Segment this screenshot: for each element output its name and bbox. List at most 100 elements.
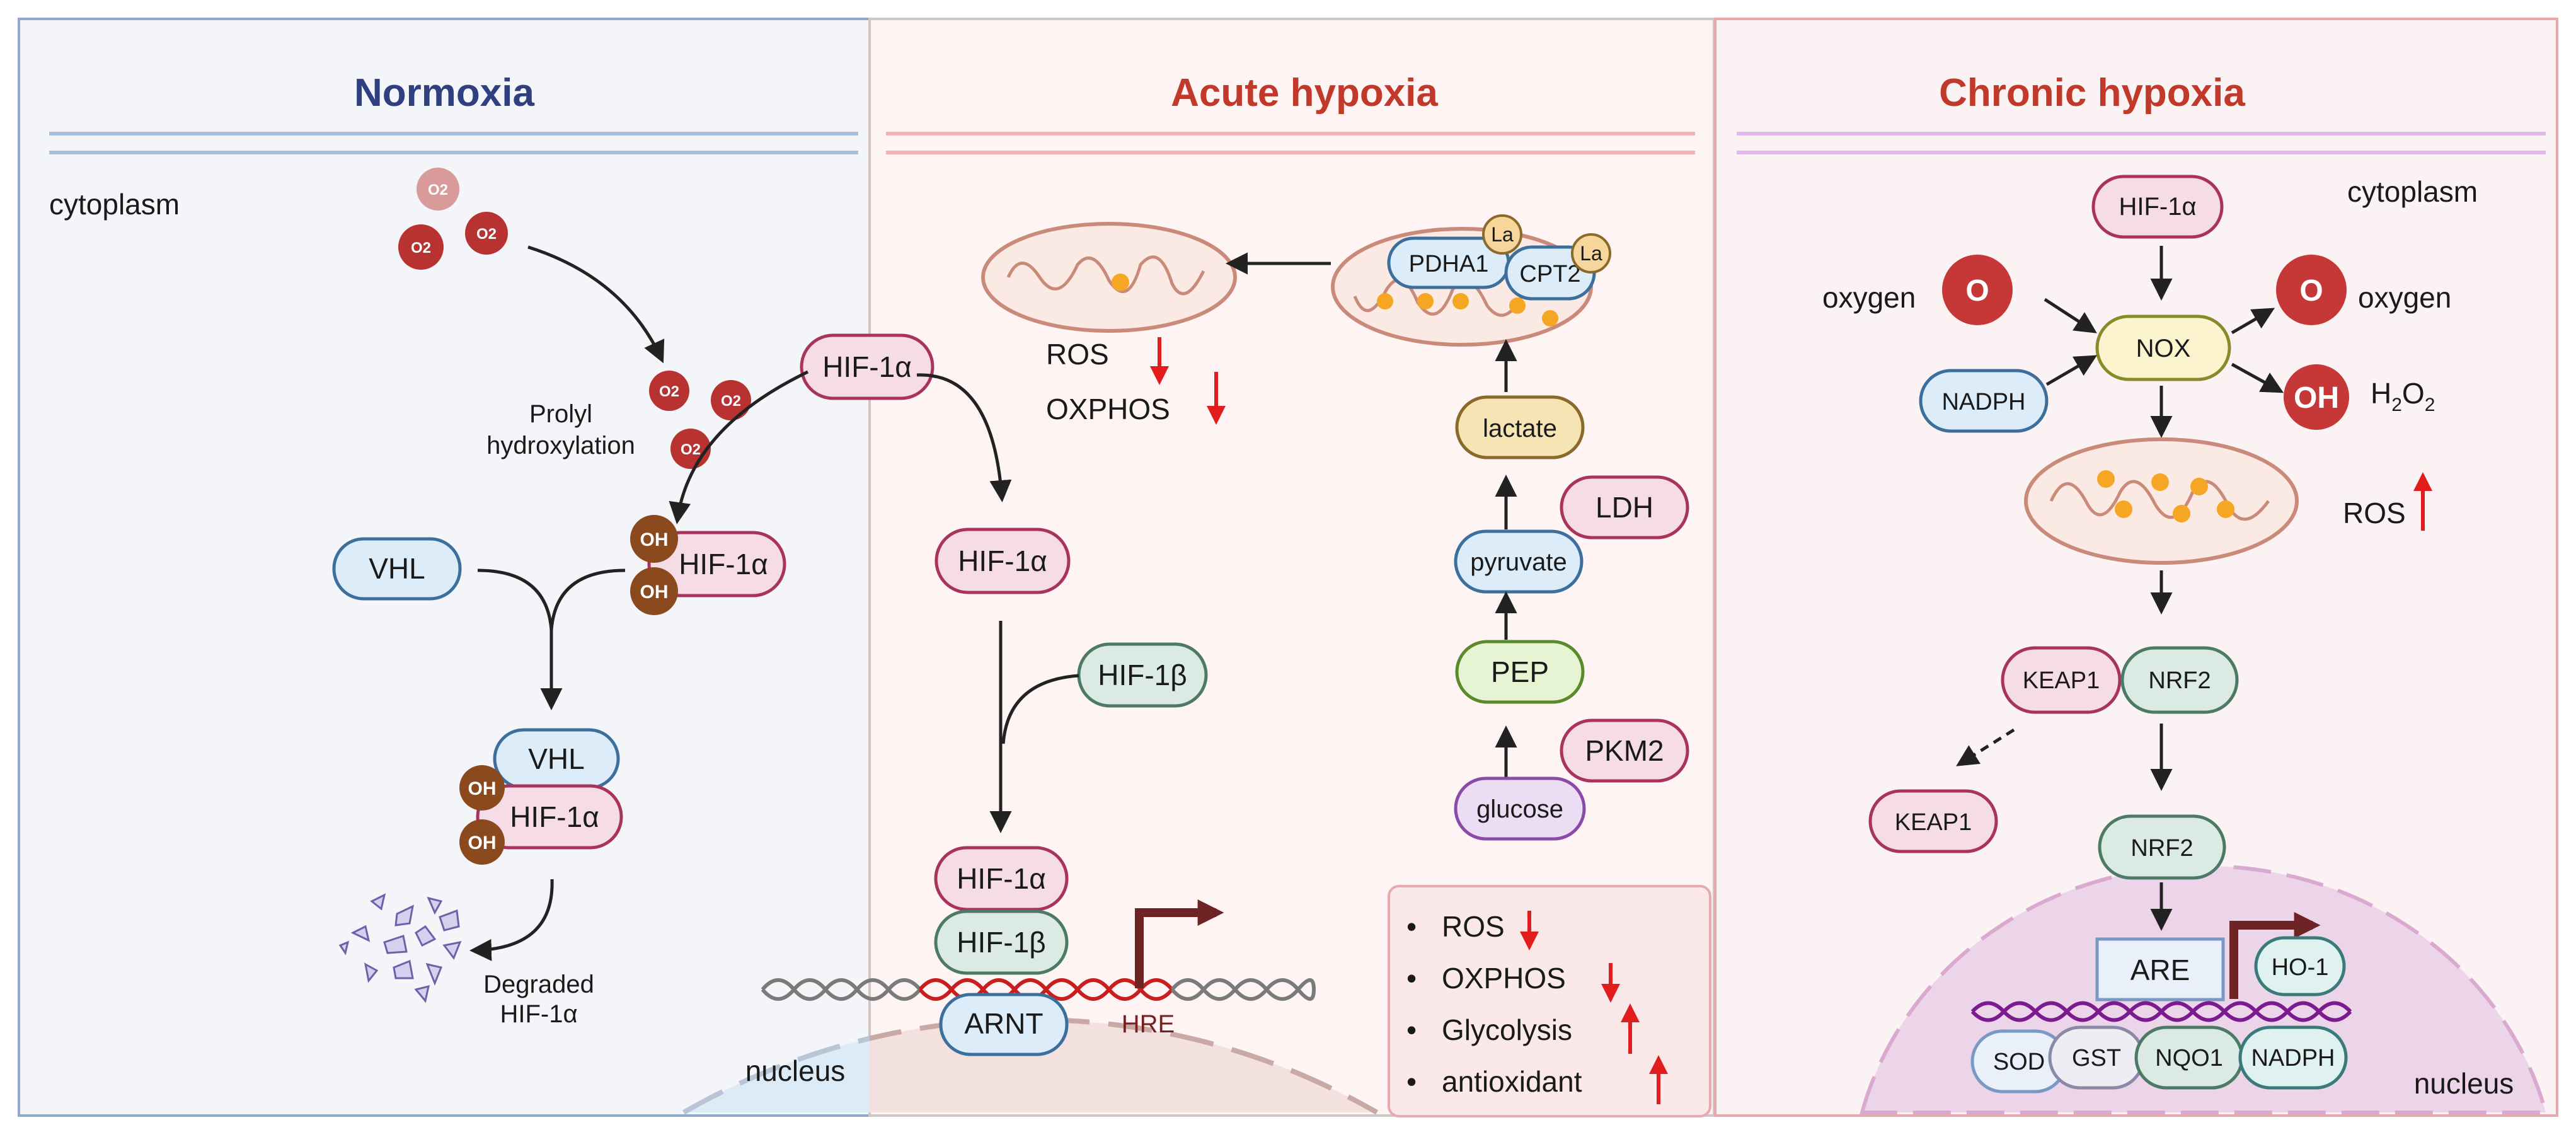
nadph-pill-nuclear (2238, 1025, 2348, 1090)
svg-text:HIF-1β: HIF-1β (1098, 659, 1187, 691)
svg-text:O2: O2 (659, 383, 679, 400)
o2-molecules-middle: O2 O2 O2 (649, 371, 751, 469)
ho1-pill (2254, 936, 2346, 996)
svg-text:O2: O2 (411, 240, 431, 257)
transcription-arrow-acute (1135, 899, 1224, 988)
degraded-fragments (338, 893, 462, 1003)
svg-text:PDHA1: PDHA1 (1409, 251, 1489, 277)
svg-text:lactate: lactate (1483, 415, 1557, 442)
la-modification (1482, 214, 1522, 255)
summary-list: • ROS • OXPHOS • Glycolysis • antioxidan… (1406, 910, 1668, 1104)
vhl-pill (332, 537, 462, 601)
summary-item-glycolysis: Glycolysis (1442, 1013, 1572, 1046)
oh-group (459, 819, 505, 865)
svg-text:•: • (1406, 1013, 1417, 1046)
o2-molecules-top: O2 O2 O2 (398, 168, 508, 270)
oxphos-label-acute: OXPHOS (1046, 393, 1170, 425)
hif1a-pill-shared (800, 333, 934, 400)
summary-item-oxphos: OXPHOS (1442, 962, 1566, 995)
mitochondrion-acute-left (981, 222, 1237, 333)
svg-text:LDH: LDH (1596, 491, 1653, 524)
pkm2-pill (1560, 719, 1689, 783)
svg-text:KEAP1: KEAP1 (1895, 809, 1972, 836)
svg-text:HIF-1α: HIF-1α (958, 545, 1047, 577)
svg-text:PKM2: PKM2 (1585, 734, 1664, 767)
ros-label-chronic: ROS (2343, 497, 2406, 529)
svg-text:La: La (1491, 223, 1514, 246)
hydroxyl-molecule (2284, 364, 2349, 430)
title-acute-hypoxia: Acute hypoxia (1171, 71, 1438, 115)
svg-text:La: La (1580, 242, 1602, 265)
svg-text:NQO1: NQO1 (2155, 1045, 2223, 1071)
oxygen-label-right: oxygen (2358, 281, 2451, 314)
nrf2-pill-nuclear (2098, 814, 2226, 880)
svg-text:O2: O2 (428, 182, 448, 199)
svg-text:O2: O2 (681, 441, 701, 458)
prolyl-label: Prolyl (529, 400, 592, 428)
title-chronic-hypoxia: Chronic hypoxia (1939, 71, 2245, 115)
title-normoxia: Normoxia (354, 71, 534, 115)
h2o2-label: H2O2 (2371, 377, 2435, 415)
svg-text:OH: OH (2294, 381, 2339, 415)
nucleus-label-acute: nucleus (745, 1054, 846, 1087)
nadph-pill-chronic (1919, 369, 2049, 433)
svg-text:O2: O2 (721, 393, 741, 410)
svg-text:ARE: ARE (2130, 954, 2190, 986)
lactate-pill (1455, 395, 1585, 459)
keap1-pill-released (1868, 789, 1998, 853)
nrf2-pill (2120, 646, 2239, 714)
hif1a-pill-hydroxylated (647, 531, 786, 597)
svg-text:HIF-1α: HIF-1α (679, 548, 768, 580)
svg-text:O: O (2299, 274, 2323, 308)
summary-item-antioxidant: antioxidant (1442, 1065, 1582, 1098)
ldh-pill (1560, 475, 1689, 540)
svg-text:OH: OH (640, 529, 669, 550)
arnt-pill (939, 993, 1069, 1056)
svg-text:SOD: SOD (1993, 1049, 2045, 1075)
glucose-pill (1454, 776, 1586, 841)
oxygen-label-left: oxygen (1822, 281, 1916, 314)
nucleus-label-chronic: nucleus (2414, 1067, 2514, 1100)
hif1a-pill-nuclear (934, 846, 1069, 911)
hif1a-complex-pill (476, 784, 623, 850)
svg-text:OH: OH (640, 582, 669, 603)
keap1-pill (2001, 646, 2122, 714)
hif1b-pill (1077, 642, 1208, 708)
pep-pill (1455, 640, 1585, 704)
svg-text:HIF-1α: HIF-1α (822, 350, 912, 383)
svg-text:NADPH: NADPH (2251, 1045, 2335, 1071)
svg-text:HO-1: HO-1 (2272, 954, 2329, 981)
transcription-arrow-chronic (2229, 912, 2321, 999)
svg-text:pyruvate: pyruvate (1470, 548, 1567, 576)
svg-text:NRF2: NRF2 (2130, 835, 2193, 862)
degraded-label-2: HIF-1α (500, 1000, 577, 1028)
svg-text:O2: O2 (476, 226, 497, 243)
are-box (2095, 937, 2225, 1001)
mitochondrion-chronic (2024, 437, 2299, 565)
pyruvate-pill (1454, 529, 1584, 594)
hydroxylation-label: hydroxylation (486, 432, 635, 459)
summary-item-ros: ROS (1442, 910, 1505, 943)
svg-text:glucose: glucose (1476, 795, 1563, 823)
svg-text:VHL: VHL (528, 742, 584, 775)
svg-text:•: • (1406, 910, 1417, 943)
summary-box-acute (1388, 885, 1711, 1117)
oxygen-molecule-left (1942, 255, 2013, 325)
hif1b-pill-nuclear (934, 909, 1069, 975)
hif1a-pill-acute (934, 528, 1071, 594)
svg-text:GST: GST (2072, 1045, 2121, 1071)
svg-text:•: • (1406, 1065, 1417, 1098)
oh-group (630, 515, 678, 563)
svg-text:•: • (1406, 962, 1417, 995)
svg-text:KEAP1: KEAP1 (2023, 667, 2100, 694)
svg-text:CPT2: CPT2 (1519, 261, 1580, 287)
hif1a-pill-chronic (2091, 175, 2224, 239)
oh-group (630, 567, 678, 615)
svg-text:VHL: VHL (369, 552, 425, 585)
svg-text:PEP: PEP (1491, 655, 1549, 688)
oh-group (459, 765, 505, 811)
svg-text:HIF-1α: HIF-1α (2119, 193, 2196, 221)
svg-text:HIF-1β: HIF-1β (957, 926, 1045, 959)
